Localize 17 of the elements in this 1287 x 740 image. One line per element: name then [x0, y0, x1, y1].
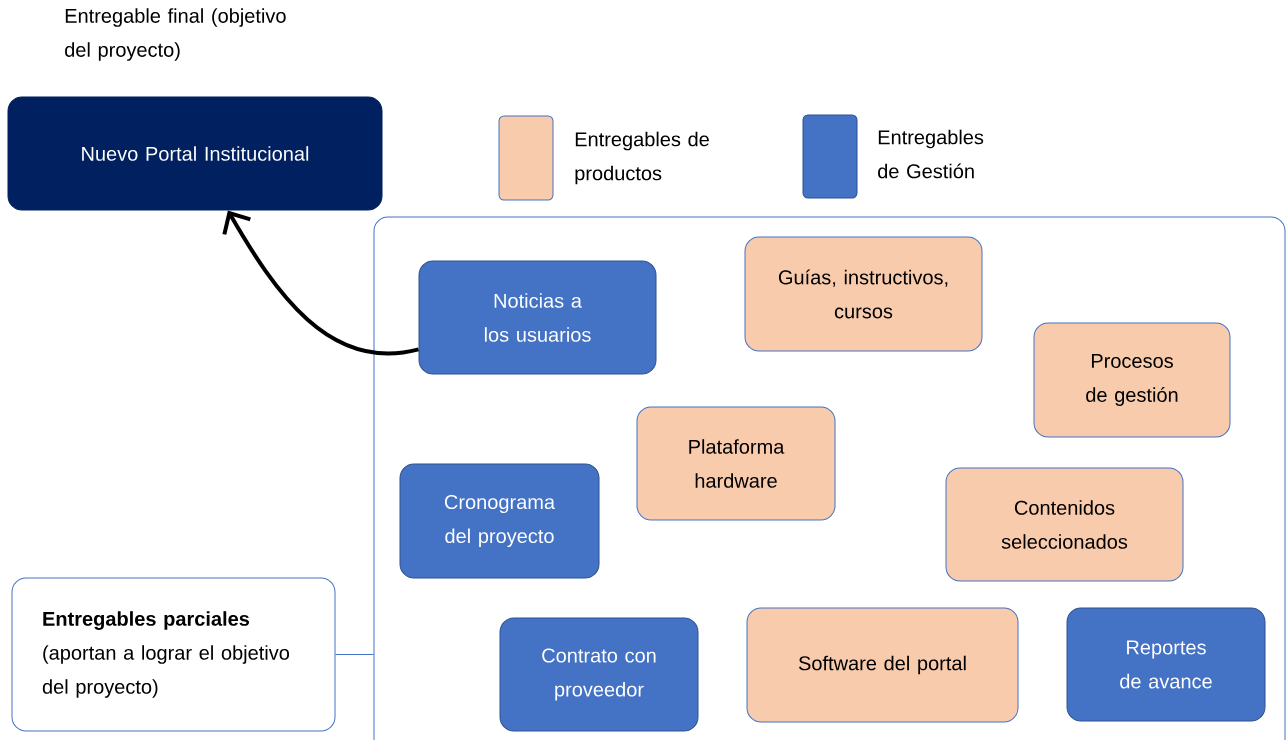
legend-text: Entregables de Gestión: [878, 129, 984, 179]
group-frame: [373, 216, 1286, 740]
deliverable-box: Guías, instructivos, cursos: [744, 236, 983, 352]
connector-line: [335, 654, 374, 655]
deliverable-box: Noticias a los usuarios: [418, 260, 657, 375]
deliverable-box: Cronograma del proyecto: [399, 463, 600, 579]
deliverable-box: Reportes de avance: [1066, 607, 1266, 722]
goal-box: Nuevo Portal Institucional: [7, 96, 383, 211]
deliverable-box: Plataforma hardware: [636, 406, 836, 521]
deliverable-box: Procesos de gestión: [1033, 322, 1231, 438]
callout-box: Entregables parciales (aportan a lograr el objetivo del proyecto): [11, 577, 336, 732]
heading-text: Entregable final (objetivo del proyecto): [65, 8, 286, 61]
deliverable-box: Software del portal: [746, 607, 1019, 723]
arrow: [222, 210, 419, 356]
deliverable-box: Contenidos seleccionados: [945, 467, 1184, 582]
legend-text: Entregables de productos: [575, 131, 709, 185]
deliverable-box: Contrato con proveedor: [499, 617, 699, 732]
